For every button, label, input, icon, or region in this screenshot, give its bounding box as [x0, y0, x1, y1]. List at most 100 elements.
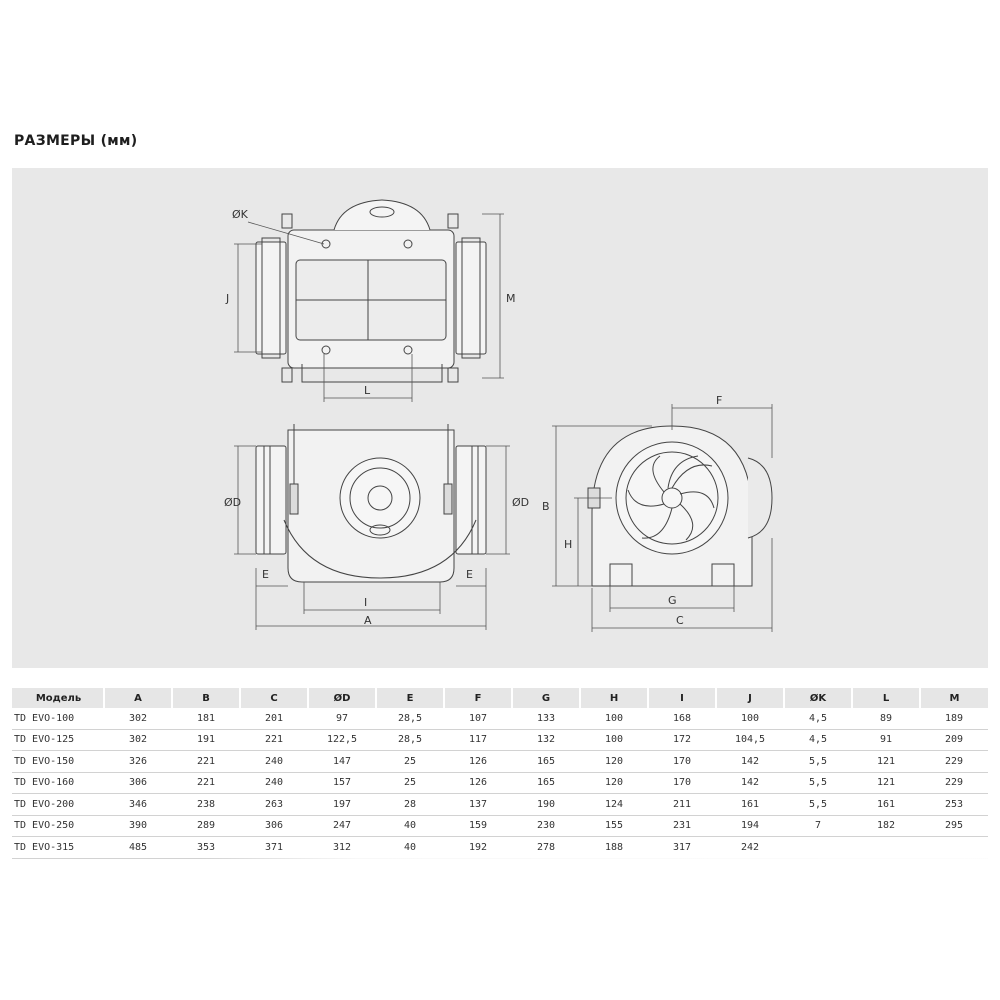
- dimension-cell: 137: [444, 793, 512, 816]
- dimension-cell: 240: [240, 750, 308, 773]
- dimension-cell: 253: [920, 793, 988, 816]
- dimension-cell: [920, 836, 988, 859]
- dimension-cell: 142: [716, 750, 784, 773]
- dimension-cell: 209: [920, 729, 988, 751]
- column-header: L: [852, 688, 921, 708]
- dimension-cell: [852, 836, 920, 859]
- dimension-cell: 306: [240, 815, 308, 837]
- dimension-cell: 7: [784, 815, 852, 837]
- dimension-cell: 25: [376, 750, 444, 773]
- technical-drawing-panel: ØK J M L ØD ØD E E I A F B H G C: [12, 168, 988, 668]
- dimension-cell: 5,5: [784, 772, 852, 794]
- column-header: H: [580, 688, 649, 708]
- dimension-cell: 100: [580, 729, 648, 751]
- column-header: F: [444, 688, 513, 708]
- column-header: A: [104, 688, 173, 708]
- dimension-cell: 97: [308, 708, 376, 730]
- column-header: J: [716, 688, 785, 708]
- dimension-cell: 170: [648, 772, 716, 794]
- front-view: [234, 424, 510, 630]
- dimension-cell: 230: [512, 815, 580, 837]
- dimension-cell: 117: [444, 729, 512, 751]
- dim-label-a: A: [364, 614, 372, 627]
- dim-label-d-right: ØD: [512, 496, 529, 509]
- model-cell: TD EVO-100: [12, 708, 104, 730]
- dimension-cell: 89: [852, 708, 920, 730]
- dimension-cell: 28,5: [376, 729, 444, 751]
- dimension-cell: 142: [716, 772, 784, 794]
- dimension-cell: 91: [852, 729, 920, 751]
- dimension-cell: 242: [716, 836, 784, 859]
- column-header: ØK: [784, 688, 853, 708]
- column-header: Модель: [12, 688, 105, 708]
- model-cell: TD EVO-125: [12, 729, 104, 751]
- dimension-cell: 25: [376, 772, 444, 794]
- model-cell: TD EVO-200: [12, 793, 104, 816]
- dimension-cell: 221: [240, 729, 308, 751]
- model-cell: TD EVO-150: [12, 750, 104, 773]
- side-view: [552, 404, 773, 632]
- dimension-cell: 155: [580, 815, 648, 837]
- column-header: B: [172, 688, 241, 708]
- dimension-cell: 121: [852, 750, 920, 773]
- dimension-cell: 4,5: [784, 729, 852, 751]
- top-view: [234, 199, 504, 402]
- dimension-cell: 165: [512, 772, 580, 794]
- dimension-cell: 165: [512, 750, 580, 773]
- dim-label-l: L: [364, 384, 371, 397]
- technical-drawing: ØK J M L ØD ØD E E I A F B H G C: [224, 199, 773, 632]
- dim-label-c: C: [676, 614, 684, 627]
- dimension-cell: 197: [308, 793, 376, 816]
- dimension-cell: 5,5: [784, 750, 852, 773]
- dimension-cell: 100: [580, 708, 648, 730]
- dimension-cell: 263: [240, 793, 308, 816]
- dimension-cell: 124: [580, 793, 648, 816]
- table-header-row: Модель A B C ØD E F G H I J ØK L M: [12, 688, 988, 708]
- dimension-cell: 326: [104, 750, 172, 773]
- model-cell: TD EVO-315: [12, 836, 104, 859]
- dimension-cell: 295: [920, 815, 988, 837]
- dimension-cell: 104,5: [716, 729, 784, 751]
- dimension-cell: 194: [716, 815, 784, 837]
- dimension-cell: 371: [240, 836, 308, 859]
- dimension-cell: 147: [308, 750, 376, 773]
- dimension-cell: 161: [852, 793, 920, 816]
- dimension-cell: 172: [648, 729, 716, 751]
- dim-label-e-left: E: [262, 568, 269, 581]
- dimension-cell: 157: [308, 772, 376, 794]
- dimension-cell: 133: [512, 708, 580, 730]
- dimension-cell: 229: [920, 750, 988, 773]
- dimension-cell: 191: [172, 729, 240, 751]
- dimension-cell: 40: [376, 836, 444, 859]
- dimension-cell: 353: [172, 836, 240, 859]
- model-cell: TD EVO-160: [12, 772, 104, 794]
- dim-label-d-left: ØD: [224, 496, 241, 509]
- dimension-cell: 159: [444, 815, 512, 837]
- dim-label-g: G: [668, 594, 677, 607]
- dimension-cell: 181: [172, 708, 240, 730]
- dimension-cell: 132: [512, 729, 580, 751]
- dim-label-i: I: [364, 596, 367, 609]
- watermark-overlay: [200, 856, 990, 896]
- dimension-cell: 221: [172, 750, 240, 773]
- dimension-cell: 190: [512, 793, 580, 816]
- dimension-cell: 231: [648, 815, 716, 837]
- dimension-cell: 240: [240, 772, 308, 794]
- dimensions-table: Модель A B C ØD E F G H I J ØK L M TD EV…: [12, 688, 988, 859]
- dimension-cell: 238: [172, 793, 240, 816]
- dim-label-b: B: [542, 500, 550, 513]
- dimension-cell: 4,5: [784, 708, 852, 730]
- column-header: ØD: [308, 688, 377, 708]
- dimension-cell: 247: [308, 815, 376, 837]
- dimension-cell: [784, 836, 852, 859]
- dimension-cell: 278: [512, 836, 580, 859]
- column-header: I: [648, 688, 717, 708]
- dimension-cell: 229: [920, 772, 988, 794]
- dimension-cell: 289: [172, 815, 240, 837]
- dimension-cell: 122,5: [308, 729, 376, 751]
- column-header: E: [376, 688, 445, 708]
